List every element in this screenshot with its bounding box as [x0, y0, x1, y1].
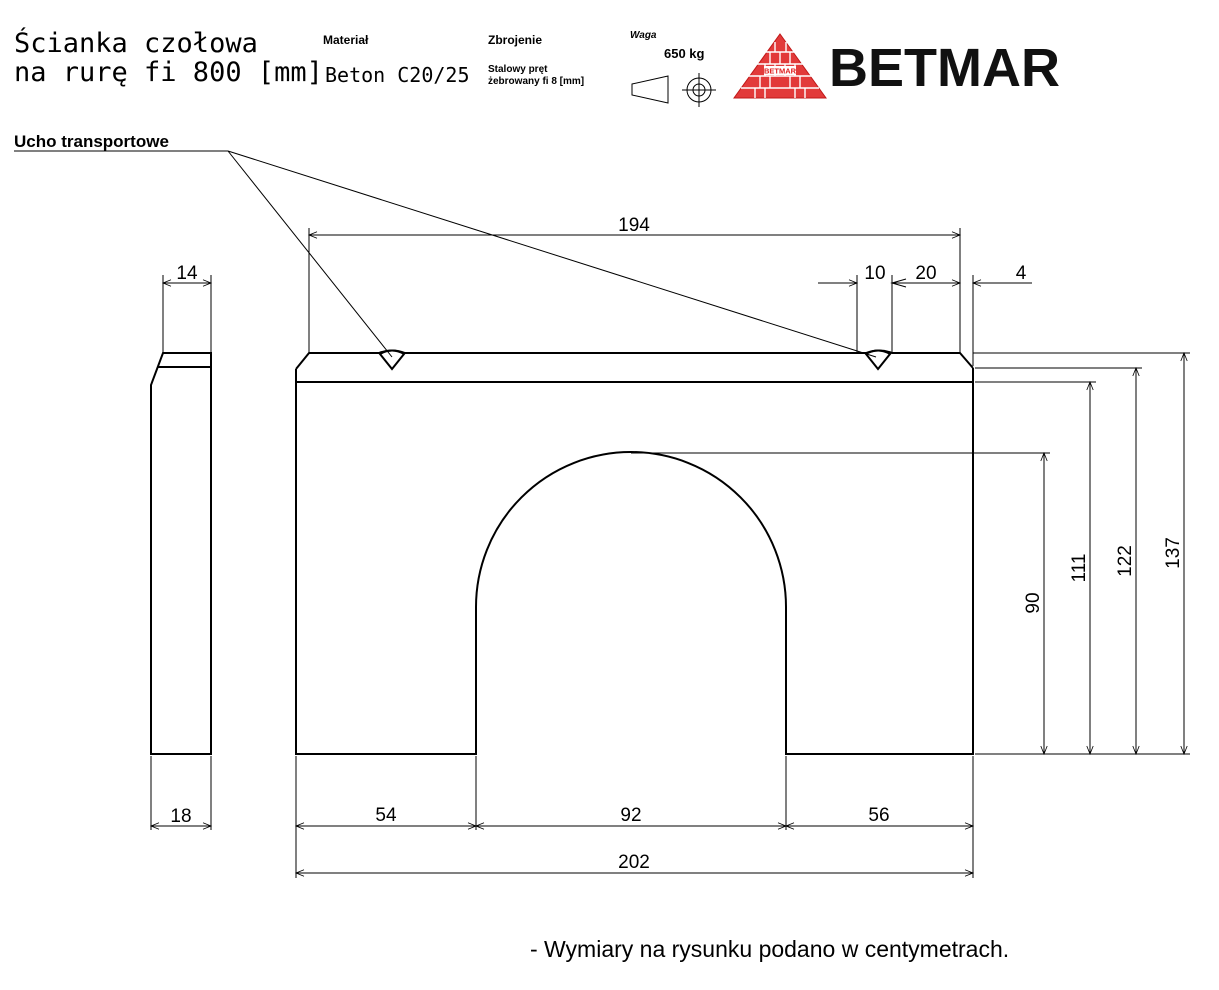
- weight-value: 650 kg: [664, 46, 705, 61]
- lifting-lug-right: [864, 349, 892, 371]
- material-label: Materiał: [323, 33, 369, 47]
- reinforcement-label: Zbrojenie: [488, 33, 542, 47]
- projection-symbol-icon: [631, 73, 716, 107]
- title-line-2: na rurę fi 800 [mm]: [14, 57, 323, 88]
- material-value: Beton C20/25: [325, 63, 470, 87]
- reinforcement-line-2: żebrowany fi 8 [mm]: [488, 76, 584, 87]
- dim-total-height: 137: [1163, 537, 1184, 569]
- brand-name: BETMAR: [829, 38, 1060, 98]
- brick-pyramid-logo-icon: BETMAR: [733, 33, 827, 99]
- leader-line-left-lug: [227, 150, 393, 358]
- dim-body-height: 111: [1069, 554, 1090, 583]
- front-dimensions: 194 10 20 4 90 111 122 137: [294, 215, 1190, 878]
- dim-right-leg: 56: [868, 805, 889, 826]
- dim-arch-height: 90: [1023, 592, 1044, 613]
- dim-side-top-thickness: 14: [176, 263, 198, 284]
- dim-top-width: 194: [618, 215, 650, 236]
- leader-line-right-lug: [227, 150, 877, 358]
- dim-edge-offset: 4: [1016, 263, 1027, 284]
- front-view: [295, 349, 974, 755]
- dim-lug-offset: 20: [915, 263, 936, 284]
- units-note: - Wymiary na rysunku podano w centymetra…: [530, 936, 1009, 962]
- weight-label: Waga: [630, 30, 657, 41]
- dim-height-to-chamfer: 122: [1115, 545, 1136, 577]
- title-block: Ścianka czołowa na rurę fi 800 [mm] Mate…: [14, 27, 1060, 107]
- reinforcement-line-1: Stalowy pręt: [488, 64, 548, 75]
- dim-lug-width: 10: [864, 263, 885, 284]
- title-line-1: Ścianka czołowa: [14, 27, 258, 59]
- dim-left-leg: 54: [375, 805, 397, 826]
- dim-total-width: 202: [618, 852, 650, 873]
- dim-opening-width: 92: [620, 805, 641, 826]
- lifting-lug-label: Ucho transportowe: [14, 132, 169, 151]
- lifting-lug-left: [378, 349, 406, 371]
- logo-wordmark: BETMAR: [764, 67, 797, 76]
- dim-side-bottom-thickness: 18: [170, 806, 191, 827]
- side-view: 14 18: [149, 263, 213, 830]
